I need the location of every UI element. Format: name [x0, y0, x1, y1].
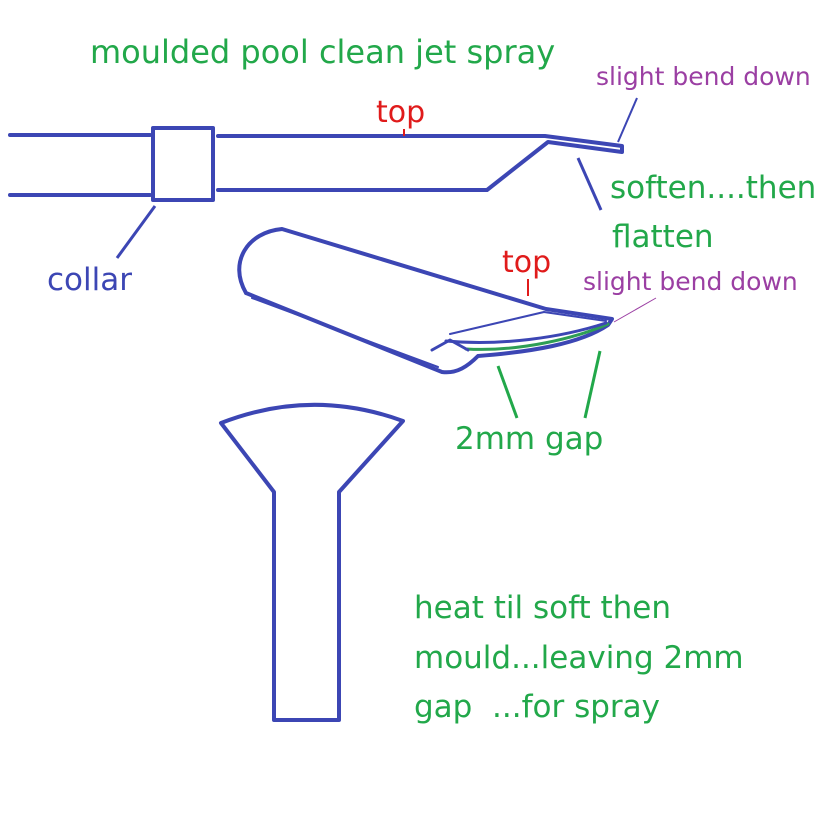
nozzle-inner-edge [251, 297, 439, 368]
top-label-lower: top [502, 245, 552, 280]
collar-leader [115, 205, 157, 259]
bend-leader-lower [613, 297, 657, 323]
instruction-line-3: gap ...for spray [414, 689, 661, 725]
gap-leader-left [496, 365, 519, 419]
bend-leader-upper [617, 97, 638, 143]
nozzle-pipe [216, 134, 624, 192]
top-label-upper: top [376, 95, 426, 130]
nozzle-outline [237, 227, 614, 375]
instruction-line-2: mould...leaving 2mm [414, 640, 744, 676]
slight-bend-label-upper: slight bend down [596, 62, 811, 91]
gap-label: 2mm gap [455, 421, 604, 457]
instruction-line-1: heat til soft then [414, 590, 671, 626]
collar-label: collar [47, 262, 132, 298]
soften-label-line2: flatten [612, 219, 714, 255]
lip-top-line [449, 311, 607, 335]
collar-shape [151, 126, 215, 202]
diagram-title: moulded pool clean jet spray [90, 33, 556, 71]
gap-leader-right [583, 350, 602, 419]
lip-fold [444, 321, 608, 344]
mould-tool [219, 402, 405, 722]
spray-lip [464, 322, 610, 351]
soften-label-line1: soften....then [610, 170, 817, 206]
slight-bend-label-lower: slight bend down [583, 267, 798, 296]
moulded-nozzle [237, 227, 614, 375]
upper-pipe [8, 126, 624, 202]
soften-leader [576, 157, 603, 211]
